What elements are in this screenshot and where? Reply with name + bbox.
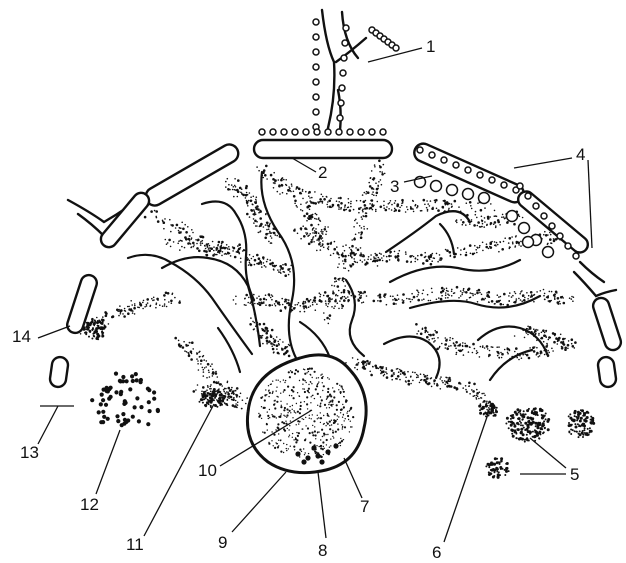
leader-14 (38, 326, 70, 338)
label-1: 1 (426, 37, 435, 56)
capsule-plate-13 (49, 356, 69, 388)
capsule-plate (597, 356, 617, 388)
label-10: 10 (198, 461, 217, 480)
label-12: 12 (80, 495, 99, 514)
label-3: 3 (390, 177, 399, 196)
label-9: 9 (218, 533, 227, 552)
leader-13 (38, 406, 74, 444)
leader-12 (96, 430, 120, 494)
leader-6 (444, 414, 488, 542)
label-13: 13 (20, 443, 39, 462)
label-4: 4 (576, 145, 585, 164)
dot-cluster-12 (90, 372, 160, 428)
leader-5a (530, 438, 566, 468)
leader-9 (232, 472, 286, 532)
labels: 1 2 3 4 5 6 7 8 9 10 11 12 13 14 (12, 37, 585, 562)
capsule-plate (591, 296, 623, 352)
right-vessel-stem (580, 262, 604, 282)
capsule-plates (49, 140, 623, 388)
capsule-plate (142, 141, 241, 209)
label-6: 6 (432, 543, 441, 562)
label-14: 14 (12, 327, 31, 346)
leader-8 (318, 472, 326, 538)
leader-4b (588, 160, 592, 248)
capsule-plate-top (254, 140, 392, 158)
label-11: 11 (126, 535, 144, 554)
label-8: 8 (318, 541, 327, 560)
label-2: 2 (318, 163, 327, 182)
label-5: 5 (570, 465, 579, 484)
top-vessel (322, 10, 334, 128)
leader-2 (292, 158, 316, 172)
leader-7 (344, 458, 362, 498)
leader-4a (514, 158, 572, 168)
label-7: 7 (360, 497, 369, 516)
